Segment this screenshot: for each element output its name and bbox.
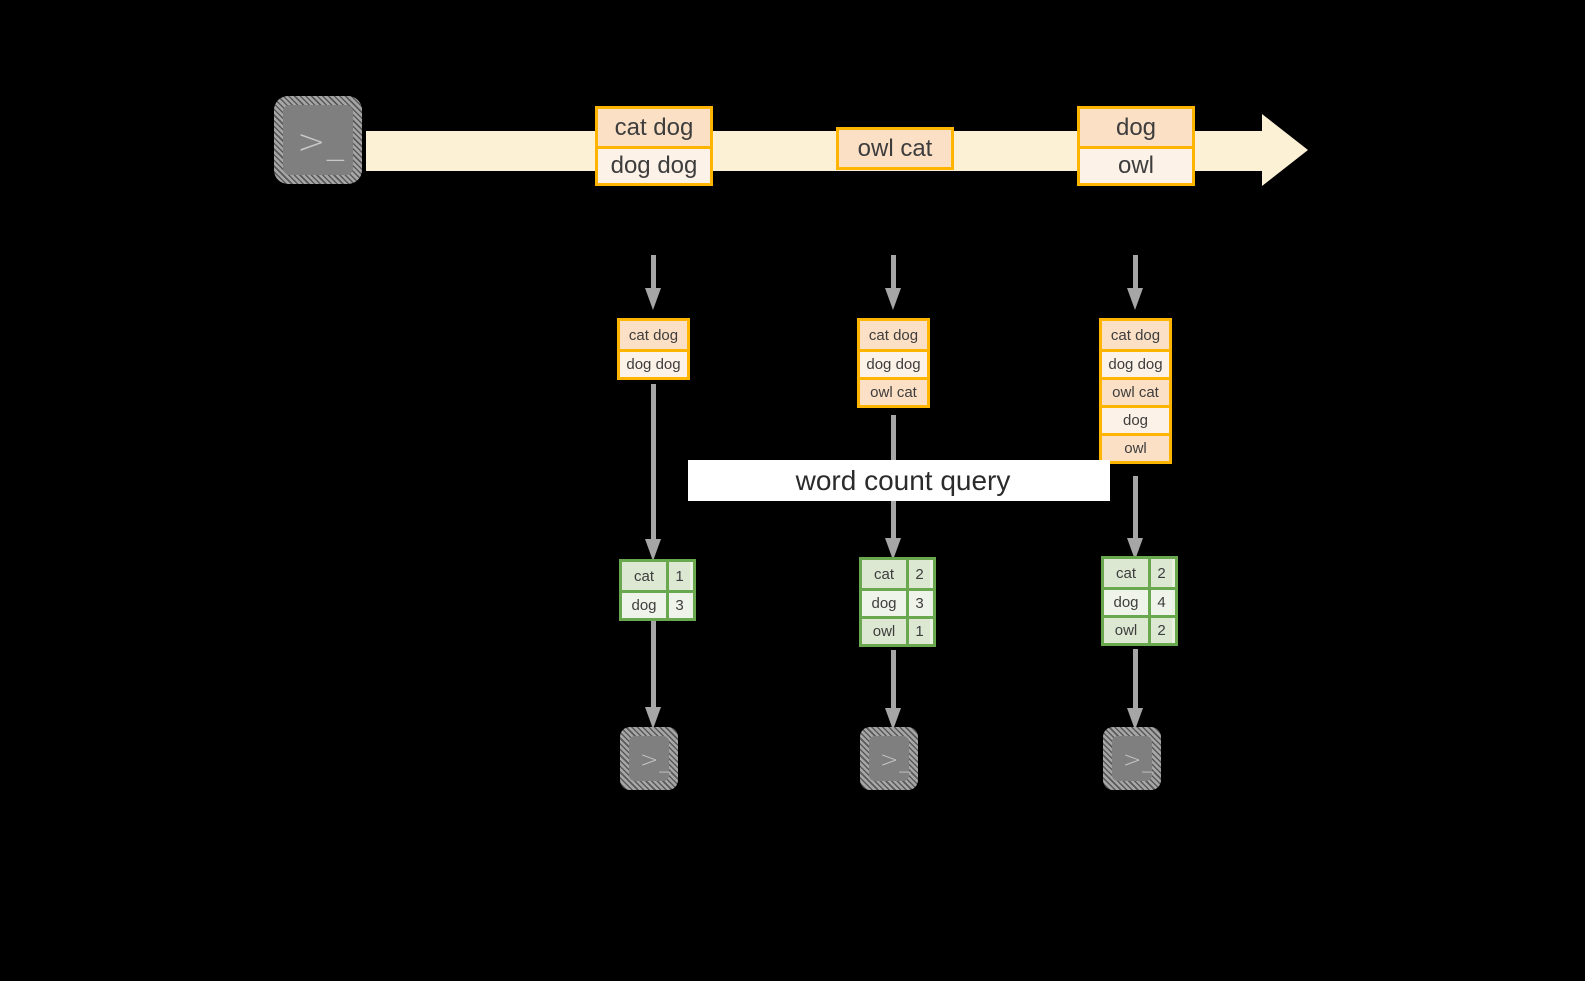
- query-label-text: word count query: [795, 464, 1011, 496]
- query-label: word count query: [688, 460, 1110, 501]
- accumulated-record-row: dog dog: [620, 349, 687, 377]
- word-count-result-3: cat 2 dog 4 owl 2: [1101, 556, 1178, 646]
- accumulated-record-row: dog: [1102, 405, 1169, 433]
- word-count-result-2: cat 2 dog 3 owl 1: [859, 557, 936, 647]
- accumulated-record-row: owl cat: [1102, 377, 1169, 405]
- result-count-cell: 2: [906, 560, 930, 588]
- accumulated-record-row: cat dog: [620, 321, 687, 349]
- terminal-prompt-glyph: >_: [640, 748, 672, 773]
- result-word-cell: dog: [1104, 590, 1148, 615]
- terminal-prompt-glyph: >_: [1123, 748, 1155, 773]
- result-word-cell: owl: [1104, 618, 1148, 643]
- source-terminal-icon: >_: [274, 96, 362, 184]
- stream-record-row: dog dog: [598, 146, 710, 183]
- result-word-cell: dog: [862, 591, 906, 616]
- terminal-prompt-glyph: >_: [880, 748, 912, 773]
- result-row: owl 1: [862, 616, 933, 644]
- result-count-cell: 3: [666, 593, 690, 618]
- sink-terminal-icon-2: >_: [860, 727, 918, 790]
- result-row: dog 4: [1104, 587, 1175, 615]
- result-word-cell: dog: [622, 593, 666, 618]
- result-word-cell: cat: [862, 560, 906, 588]
- result-row: dog 3: [862, 588, 933, 616]
- result-count-cell: 2: [1148, 618, 1172, 643]
- terminal-prompt-glyph: >_: [297, 122, 346, 162]
- terminal-body: [283, 105, 353, 175]
- stream-record-row: owl cat: [839, 130, 951, 167]
- stream-record-group-3: dog owl: [1077, 106, 1195, 186]
- accumulated-records-3: cat dog dog dog owl cat dog owl: [1099, 318, 1172, 464]
- stream-record-row: dog: [1080, 109, 1192, 146]
- stream-record-group-2: owl cat: [836, 127, 954, 170]
- result-row: cat 1: [622, 562, 693, 590]
- result-count-cell: 2: [1148, 559, 1172, 587]
- result-row: cat 2: [1104, 559, 1175, 587]
- result-word-cell: cat: [1104, 559, 1148, 587]
- accumulated-records-1: cat dog dog dog: [617, 318, 690, 380]
- stream-record-group-1: cat dog dog dog: [595, 106, 713, 186]
- accumulated-record-row: dog dog: [1102, 349, 1169, 377]
- accumulated-record-row: owl cat: [860, 377, 927, 405]
- terminal-body: [1112, 736, 1152, 781]
- terminal-body: [869, 736, 909, 781]
- stream-record-row: cat dog: [598, 109, 710, 146]
- result-count-cell: 1: [906, 619, 930, 644]
- accumulated-record-row: dog dog: [860, 349, 927, 377]
- result-row: cat 2: [862, 560, 933, 588]
- result-count-cell: 1: [666, 562, 690, 590]
- result-row: owl 2: [1104, 615, 1175, 643]
- stream-record-row: owl: [1080, 146, 1192, 183]
- result-row: dog 3: [622, 590, 693, 618]
- stream-arrow-head: [1262, 114, 1308, 186]
- result-count-cell: 3: [906, 591, 930, 616]
- sink-terminal-icon-3: >_: [1103, 727, 1161, 790]
- accumulated-record-row: cat dog: [860, 321, 927, 349]
- word-count-result-1: cat 1 dog 3: [619, 559, 696, 621]
- accumulated-record-row: cat dog: [1102, 321, 1169, 349]
- accumulated-record-row: owl: [1102, 433, 1169, 461]
- result-count-cell: 4: [1148, 590, 1172, 615]
- accumulated-records-2: cat dog dog dog owl cat: [857, 318, 930, 408]
- result-word-cell: cat: [622, 562, 666, 590]
- sink-terminal-icon-1: >_: [620, 727, 678, 790]
- result-word-cell: owl: [862, 619, 906, 644]
- terminal-body: [629, 736, 669, 781]
